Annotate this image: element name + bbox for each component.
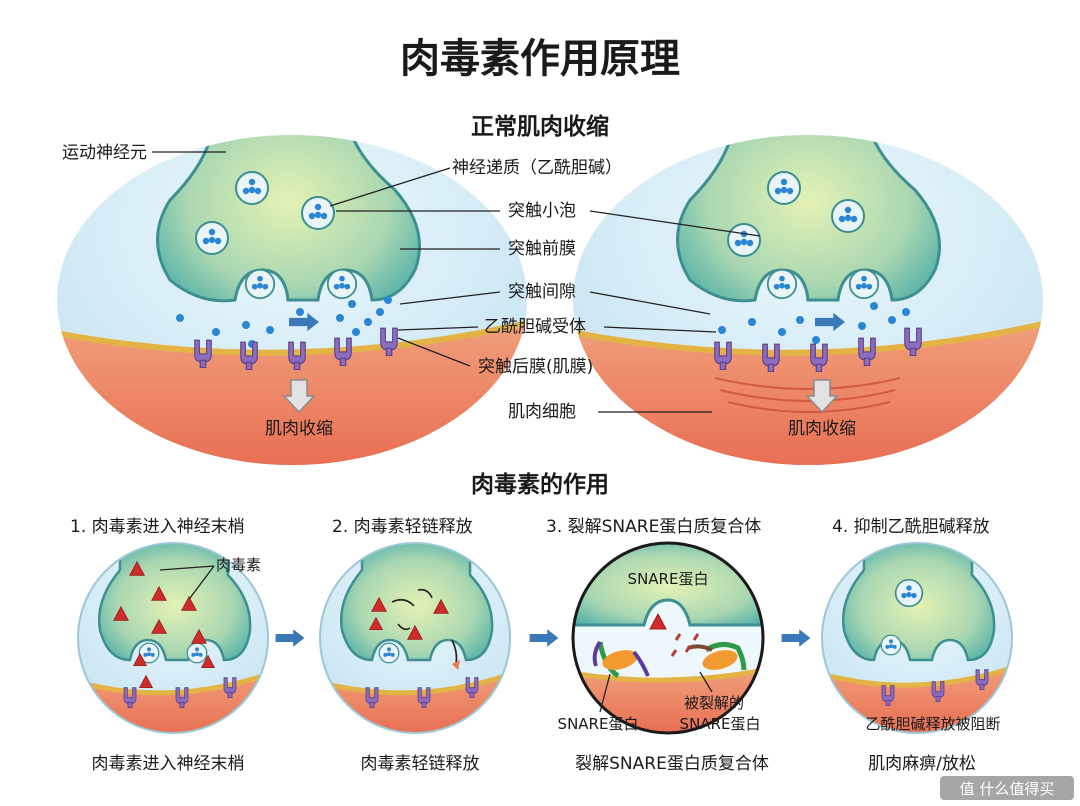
step-3-caption: 裂解SNARE蛋白质复合体: [575, 754, 769, 774]
vesicle-icon: [894, 578, 924, 608]
step-4-caption: 肌肉麻痹/放松: [868, 754, 976, 774]
snare-left-label: SNARE蛋白: [558, 715, 639, 733]
step-arrow-icon: [275, 629, 305, 647]
snare-top-label: SNARE蛋白: [628, 570, 709, 588]
right-result-label: 肌肉收缩: [788, 419, 856, 439]
watermark-text: 值 什么值得买: [960, 780, 1055, 798]
vesicle-icon: [301, 196, 335, 230]
page-title: 肉毒素作用原理: [400, 36, 680, 82]
normal-heading: 正常肌肉收缩: [471, 113, 609, 140]
leader-line: [397, 337, 471, 367]
vesicle-icon: [767, 171, 801, 205]
vesicle-icon: [848, 268, 880, 300]
vesicle-icon: [766, 268, 798, 300]
leader-line: [603, 326, 717, 333]
step-2-caption: 肉毒素轻链释放: [361, 754, 480, 774]
step-3-illustration: SNARE蛋白 SNARE蛋白 被裂解的 SNARE蛋白: [558, 541, 765, 735]
vesicle-icon: [326, 268, 358, 300]
light-chain-fragment: [452, 660, 460, 670]
leader-line: [699, 671, 713, 693]
vesicle-icon: [244, 268, 276, 300]
leader-line: [399, 291, 501, 305]
step-4-title: 4. 抑制乙酰胆碱释放: [832, 517, 990, 537]
step-2-title: 2. 肉毒素轻链释放: [332, 517, 473, 537]
leader-line: [159, 565, 215, 571]
leader-line: [189, 565, 215, 599]
label-cleft: 突触间隙: [508, 282, 576, 302]
label-neurotransmitter: 神经递质（乙酰胆碱）: [452, 158, 622, 178]
snare-proteins: [592, 633, 747, 679]
acetylcholine-molecules: [176, 296, 392, 348]
label-receptor: 乙酰胆碱受体: [484, 317, 586, 337]
label-muscle-cell: 肌肉细胞: [508, 402, 576, 422]
vesicle-icon: [831, 199, 865, 233]
step-1-caption: 肉毒素进入神经末梢: [92, 754, 245, 774]
vesicle-icon: [378, 642, 400, 664]
acetylcholine-molecules: [718, 302, 910, 344]
step-4-illustration: 乙酰胆碱释放被阻断: [821, 542, 1013, 734]
snare-right-label-2: SNARE蛋白: [680, 715, 761, 733]
leader-line: [589, 210, 761, 237]
leader-line: [599, 673, 611, 713]
step-2-illustration: [319, 542, 511, 734]
label-postsynaptic: 突触后膜(肌膜): [478, 357, 593, 377]
watermark: 值 什么值得买: [940, 776, 1074, 800]
blocked-label: 乙酰胆碱释放被阻断: [865, 715, 1000, 733]
label-vesicle: 突触小泡: [508, 201, 576, 221]
step-arrow-icon: [529, 629, 559, 647]
label-presynaptic: 突触前膜: [508, 239, 576, 259]
vesicle-icon: [235, 171, 269, 205]
label-motor-neuron: 运动神经元: [62, 143, 147, 163]
botox-heading: 肉毒素的作用: [471, 471, 609, 498]
vesicle-icon: [186, 642, 208, 664]
step-1-title: 1. 肉毒素进入神经末梢: [70, 517, 245, 537]
leader-line: [589, 291, 711, 315]
toxin-label: 肉毒素: [216, 556, 261, 574]
leader-line: [397, 326, 479, 331]
leader-line: [329, 167, 451, 207]
step-arrow-icon: [781, 629, 811, 647]
vesicle-icon: [880, 634, 902, 656]
vesicle-icon: [727, 223, 761, 257]
snare-right-label-1: 被裂解的: [684, 694, 744, 712]
step-1-illustration: 肉毒素: [77, 542, 269, 734]
step-3-title: 3. 裂解SNARE蛋白质复合体: [546, 517, 761, 537]
left-result-label: 肌肉收缩: [265, 419, 333, 439]
vesicle-icon: [195, 221, 229, 255]
